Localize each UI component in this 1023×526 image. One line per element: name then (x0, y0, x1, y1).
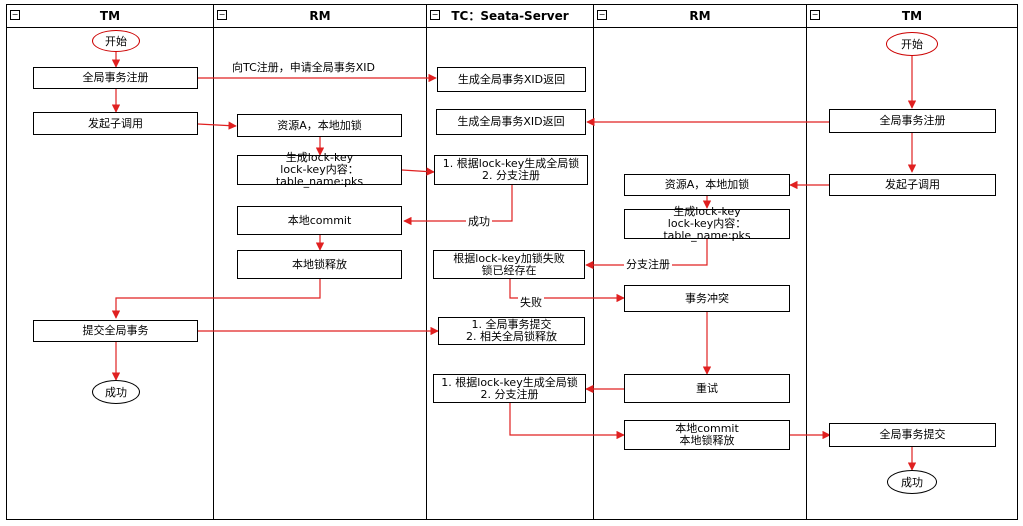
start-node: 开始 (92, 30, 140, 52)
start-node-right: 开始 (886, 32, 938, 56)
invoke-subcall-node-right: 发起子调用 (829, 174, 996, 196)
collapse-icon[interactable]: − (430, 10, 440, 20)
global-tx-register-node-right: 全局事务注册 (829, 109, 996, 133)
collapse-icon[interactable]: − (810, 10, 820, 20)
gen-xid-node: 生成全局事务XID返回 (437, 67, 586, 92)
lane-header: − RM (214, 5, 426, 28)
local-lock-release-node: 本地锁释放 (237, 250, 402, 279)
edge-label-fail: 失败 (518, 296, 544, 309)
lane-title: TC：Seata-Server (451, 9, 569, 23)
lane-header: − TM (807, 5, 1017, 28)
local-lock-node: 资源A，本地加锁 (237, 114, 402, 137)
lane-title: RM (689, 9, 711, 23)
lane-header: − TC：Seata-Server (427, 5, 593, 28)
edge-label-register: 向TC注册，申请全局事务XID (230, 61, 378, 74)
global-commit-node-right: 全局事务提交 (829, 423, 996, 447)
success-node: 成功 (92, 380, 140, 404)
edge-label-branch-register: 分支注册 (624, 258, 672, 271)
collapse-icon[interactable]: − (10, 10, 20, 20)
lane-header: − RM (594, 5, 806, 28)
lane-title: TM (99, 9, 121, 23)
gen-lock-key-node: 生成lock-key lock-key内容：table_name:pks (237, 152, 402, 188)
gen-lock-key-node-right: 生成lock-key lock-key内容：table_name:pks (624, 206, 790, 242)
gen-global-lock-node-2: 1. 根据lock-key生成全局锁 2. 分支注册 (433, 374, 586, 403)
collapse-icon[interactable]: − (217, 10, 227, 20)
lane-header: − TM (7, 5, 213, 28)
gen-global-lock-node: 1. 根据lock-key生成全局锁 2. 分支注册 (434, 155, 588, 185)
local-lock-node-right: 资源A，本地加锁 (624, 174, 790, 196)
lane-tm-left: − TM (6, 4, 214, 520)
gen-xid-node-2: 生成全局事务XID返回 (436, 109, 586, 135)
tx-conflict-node: 事务冲突 (624, 285, 790, 312)
lane-title: RM (309, 9, 331, 23)
invoke-subcall-node: 发起子调用 (33, 112, 198, 135)
lane-title: TM (901, 9, 923, 23)
commit-release-node: 本地commit 本地锁释放 (624, 420, 790, 450)
edge-label-success: 成功 (466, 215, 492, 228)
retry-node: 重试 (624, 374, 790, 403)
success-node-right: 成功 (887, 470, 937, 494)
global-tx-register-node: 全局事务注册 (33, 67, 198, 89)
collapse-icon[interactable]: − (597, 10, 607, 20)
global-commit-node: 1. 全局事务提交 2. 相关全局锁释放 (438, 317, 585, 345)
local-commit-node: 本地commit (237, 206, 402, 235)
commit-global-tx-node: 提交全局事务 (33, 320, 198, 342)
lock-fail-node: 根据lock-key加锁失败 锁已经存在 (433, 250, 585, 279)
